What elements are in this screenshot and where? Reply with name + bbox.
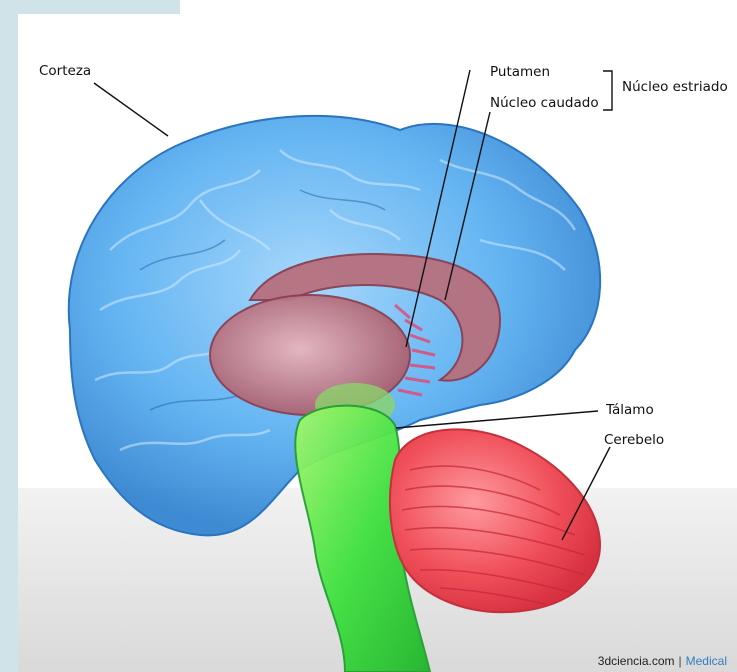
credit-section: Medical	[686, 654, 727, 668]
credit-separator: |	[679, 654, 682, 668]
credit-site: 3dciencia.com	[598, 654, 675, 668]
cerebelo-label: Cerebelo	[604, 432, 664, 448]
putamen-label: Putamen	[490, 64, 550, 80]
credit-watermark: 3dciencia.com | Medical	[598, 654, 727, 668]
corteza-label: Corteza	[39, 63, 91, 79]
cerebellum-region	[390, 429, 600, 612]
nucleo-estriado-bracket	[603, 71, 612, 110]
corteza-leader-line	[94, 83, 168, 136]
nucleo-estriado-label: Núcleo estriado	[622, 79, 728, 95]
talamo-label: Tálamo	[606, 402, 654, 418]
nucleo-caudado-label: Núcleo caudado	[490, 95, 599, 111]
